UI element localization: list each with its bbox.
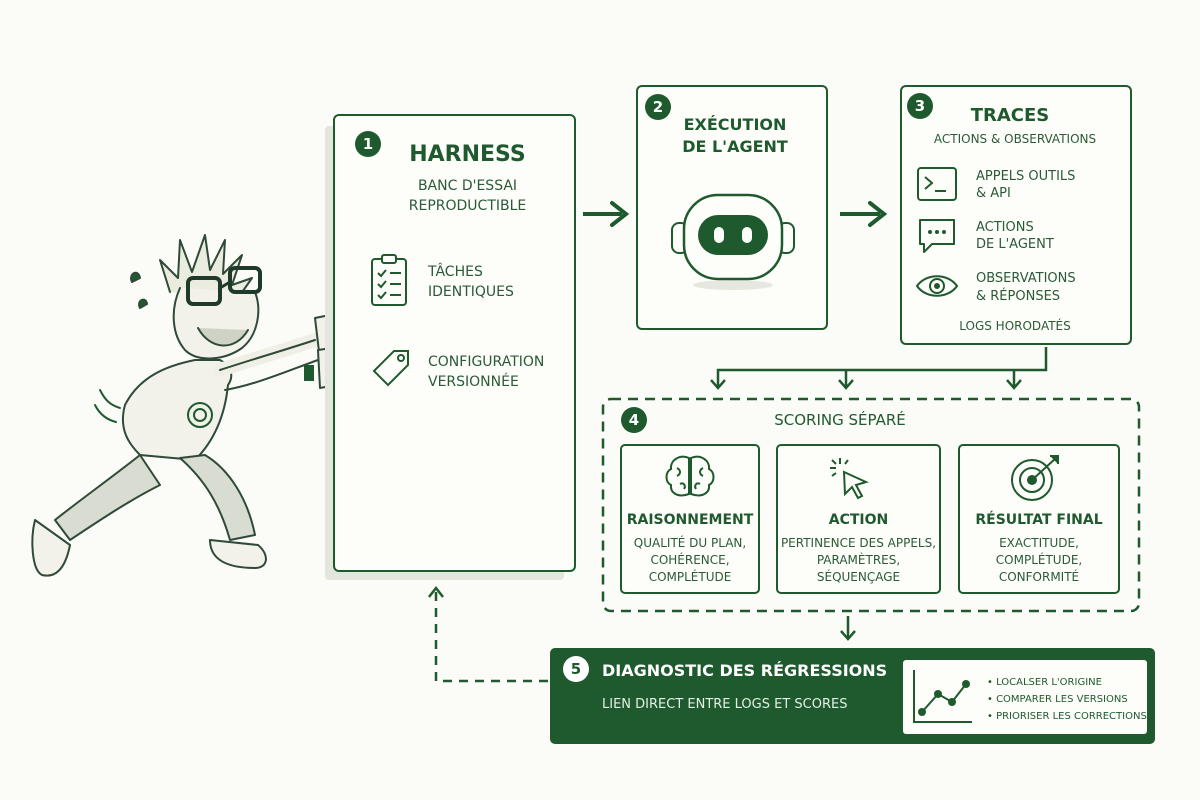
harness-item-2-line2: VERSIONNÉE [428,374,519,390]
traces-item-3-line1: OBSERVATIONS [976,271,1076,286]
traces-item-2-line2: DE L'AGENT [976,237,1054,252]
scoring-card-action-line2: PARAMÈTRES, [816,553,901,567]
arrow-scoring-to-diagnostic [840,616,856,641]
scoring-card-action [776,444,941,594]
diagnostic-bullet-2-text: COMPARER LES VERSIONS [996,694,1128,705]
diagnostic-bullet-list: • LOCALSER L'ORIGINE • COMPARER LES VERS… [987,674,1147,725]
scoring-card-reasoning-title: RAISONNEMENT [626,512,754,528]
leg [54,454,161,541]
traces-title: TRACES [970,105,1050,126]
scoring-card-result [958,444,1120,594]
robot-icon [671,193,795,290]
execution-step-number: 2 [645,94,671,120]
traces-item-2-line1: ACTIONS [976,220,1034,235]
scoring-container [601,397,1141,613]
traces-item-3-line2: & RÉPONSES [976,289,1061,304]
cursor-click-icon [830,458,869,500]
scoring-card-result-line2: COMPLÉTUDE, [995,553,1083,567]
diagnostic-bullet-1: • LOCALSER L'ORIGINE [987,677,1102,688]
diagnostic-subtitle: LIEN DIRECT ENTRE LOGS ET SCORES [602,697,848,712]
traces-item-1-line2: & API [976,186,1011,201]
target-icon [1011,455,1059,501]
traces-item-1-line1: APPELS OUTILS [976,169,1076,184]
person-pushing-illustration [31,234,337,577]
scoring-step-number: 4 [621,407,647,433]
diagnostic-bullet-2: • COMPARER LES VERSIONS [987,694,1128,705]
arrow-traces-to-scoring [710,347,1048,390]
scoring-card-action-title: ACTION [828,512,889,528]
execution-title-line2: DE L'AGENT [682,137,788,156]
brain-icon [665,455,715,497]
diagnostic-step-number: 5 [563,656,589,682]
arrow-execution-to-traces [840,201,888,227]
harness-subtitle-line1: BANC D'ESSAI [417,178,518,194]
shoe-icon [31,519,71,577]
diagnostic-bullet-3: • PRIORISER LES CORRECTIONS [987,711,1147,722]
scoring-title: SCORING SÉPARÉ [774,411,906,429]
harness-item-2-line1: CONFIGURATION [428,354,545,370]
scoring-card-action-line1: PERTINENCE DES APPELS, [780,536,937,550]
traces-panel [900,85,1132,345]
scoring-card-result-line3: CONFORMITÉ [998,570,1080,584]
eye-icon [915,275,959,297]
harness-item-1-line2: IDENTIQUES [428,284,514,300]
execution-title-line1: EXÉCUTION [683,115,787,134]
scoring-card-action-line3: SÉQUENÇAGE [816,570,901,584]
traces-step-number: 3 [907,93,933,119]
diagnostic-title: DIAGNOSTIC DES RÉGRESSIONS [602,661,888,680]
harness-title: HARNESS [409,142,526,167]
arrow-feedback-to-harness [434,590,548,683]
harness-panel [333,114,576,572]
diagnostic-bullet-3-text: PRIORISER LES CORRECTIONS [996,711,1147,722]
harness-subtitle-line2: REPRODUCTIBLE [408,198,527,214]
clipboard-checklist-icon [371,254,407,306]
traces-footer: LOGS HORODATÉS [959,319,1071,333]
terminal-icon [917,167,957,201]
glasses-icon [186,276,222,306]
traces-subtitle: ACTIONS & OBSERVATIONS [933,132,1097,146]
scoring-card-reasoning-line2: COHÉRENCE, [650,553,730,567]
scoring-card-result-line1: EXACTITUDE, [999,536,1079,550]
torso [121,359,233,461]
tag-icon [372,350,409,387]
scoring-card-reasoning-line1: QUALITÉ DU PLAN, [633,536,747,550]
line-chart-icon [913,670,972,723]
scoring-card-result-title: RÉSULTAT FINAL [975,512,1103,528]
arrow-harness-to-execution [583,201,630,227]
harness-step-number: 1 [355,131,381,157]
scoring-card-reasoning-line3: COMPLÉTUDE [648,570,732,584]
diagnostic-bullet-1-text: LOCALSER L'ORIGINE [996,677,1102,688]
harness-item-1-line1: TÂCHES [428,264,483,280]
chat-bubble-icon [919,219,955,253]
